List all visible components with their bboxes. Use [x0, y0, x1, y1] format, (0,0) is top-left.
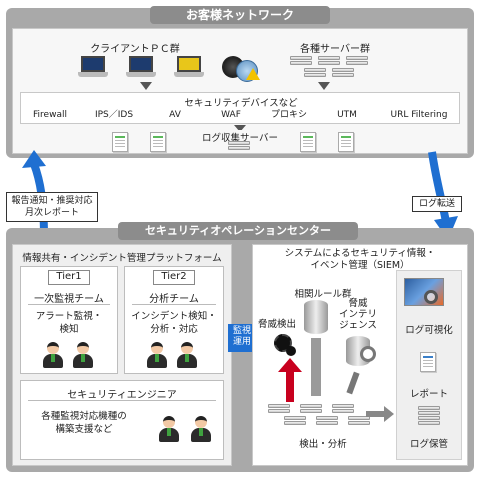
intel-label: 脅威 インテリ ジェンス: [338, 298, 377, 331]
operator-avatar: [72, 342, 94, 368]
monitor-label: 監視 運用: [232, 326, 251, 347]
magnifier-icon: [360, 346, 376, 362]
device-firewall: Firewall: [33, 110, 67, 120]
siem-title: システムによるセキュリティ情報・ イベント管理（SIEM）: [284, 248, 436, 271]
tier1-divider: [28, 304, 110, 305]
customer-network-title: お客様ネットワーク: [150, 6, 330, 24]
operator-avatar: [42, 342, 64, 368]
security-devices-bar: セキュリティデバイスなど Firewall IPS／IDS AV WAF プロキ…: [20, 92, 460, 124]
report-label-siem: レポート: [409, 389, 448, 400]
engineer-avatar: [190, 416, 212, 442]
server-icon: [268, 404, 290, 418]
arrow-down-icon: [318, 82, 330, 90]
arrow-up-icon: [311, 338, 321, 396]
log-storage-label: ログ保管: [409, 439, 448, 450]
storage-server-icon: [418, 416, 440, 430]
log-visual-label: ログ可視化: [405, 325, 453, 336]
arrow-down-icon: [140, 82, 152, 90]
engineer-avatar: [158, 416, 180, 442]
servers-label: 各種サーバー群: [300, 44, 370, 55]
tier2-task: インシデント検知・ 分析・対応: [131, 311, 217, 335]
security-devices-title: セキュリティデバイスなど: [184, 98, 298, 109]
server-icon: [318, 56, 340, 70]
server-icon: [332, 68, 354, 82]
analyst-avatar: [146, 342, 168, 368]
device-url-filtering: URL Filtering: [390, 110, 448, 120]
server-icon: [300, 404, 322, 418]
server-icon: [346, 56, 368, 70]
database-icon: [304, 300, 328, 334]
server-icon: [228, 141, 250, 155]
engineer-task: 各種監視対応機種の 構築支援など: [41, 411, 127, 435]
server-icon: [316, 416, 338, 430]
laptop-icon: [78, 56, 108, 78]
report-label: 報告通知・推奨対応 月次レポート: [6, 192, 98, 222]
log-server-label: ログ収集サーバー: [202, 133, 278, 144]
tier1-tag: Tier1: [48, 270, 90, 285]
engineer-divider: [28, 400, 216, 401]
device-waf: WAF: [221, 110, 241, 120]
log-transfer-arrow-icon: [428, 151, 458, 240]
client-pc-label: クライアントＰＣ群: [90, 44, 180, 55]
laptop-icon: [126, 56, 156, 78]
magnifier-icon: [424, 290, 438, 304]
server-icon: [332, 404, 354, 418]
engineer-box: [20, 380, 224, 460]
tier2-team: 分析チーム: [149, 294, 199, 305]
threat-detect-label: 脅威検出: [257, 319, 296, 330]
storage-server-icon: [418, 406, 440, 420]
server-icon: [304, 68, 326, 82]
rules-label: 相関ルール群: [294, 289, 352, 300]
threat-virus-icon: [286, 346, 296, 356]
chart-icon: [404, 278, 444, 306]
log-document-icon: [338, 132, 354, 152]
log-document-icon: [150, 132, 166, 152]
threat-arrow-icon: [278, 358, 302, 402]
analyst-avatar: [176, 342, 198, 368]
warning-icon: [246, 68, 260, 80]
server-icon: [284, 416, 306, 430]
device-proxy: プロキシ: [270, 110, 307, 120]
device-ips-ids: IPS／IDS: [94, 110, 134, 120]
tier2-divider: [132, 304, 216, 305]
detect-analysis-label: 検出・分析: [299, 439, 347, 450]
engineer-title: セキュリティエンジニア: [67, 390, 177, 401]
soc-title: セキュリティオペレーションセンター: [118, 222, 358, 240]
device-av: AV: [169, 110, 181, 120]
tier2-tag: Tier2: [153, 270, 195, 285]
log-document-icon: [300, 132, 316, 152]
log-document-icon: [112, 132, 128, 152]
device-utm: UTM: [337, 110, 357, 120]
tier1-team: 一次監視チーム: [34, 294, 104, 305]
arrow-right-icon: [366, 406, 394, 422]
arrow-down-icon: [234, 125, 246, 132]
platform-title: 情報共有・インシデント管理プラットフォーム: [22, 253, 222, 264]
server-icon: [348, 416, 370, 430]
log-transfer-label: ログ転送: [412, 196, 462, 212]
report-document-icon: [420, 352, 436, 372]
tier1-task: アラート監視・ 検知: [35, 311, 103, 335]
server-icon: [290, 56, 312, 70]
infected-laptop-icon: [174, 56, 204, 78]
